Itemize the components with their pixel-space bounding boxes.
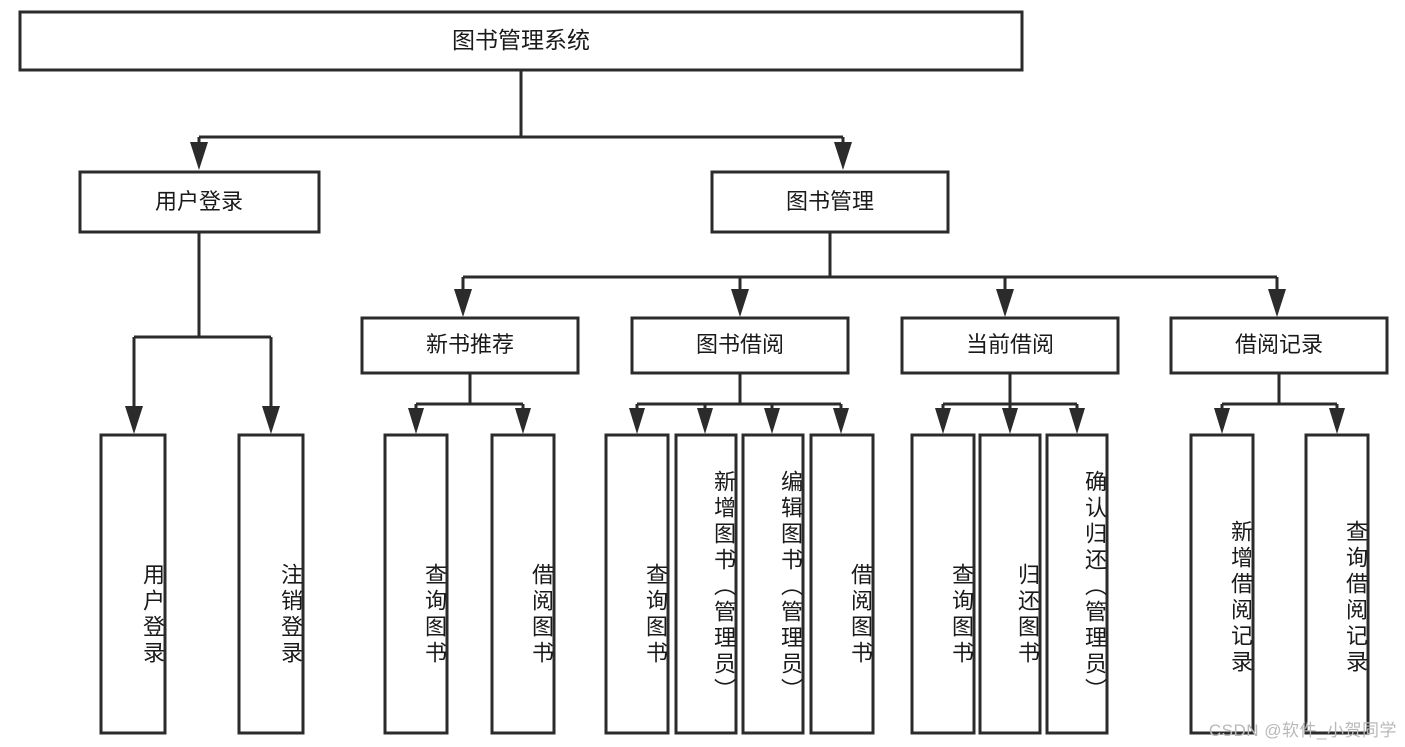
leaf-box-bb-add-book[interactable] bbox=[674, 433, 738, 735]
connector-bookborrow-to-leaves bbox=[629, 373, 849, 434]
arrow-bb-query-book bbox=[629, 408, 645, 434]
node-new-book-recommend-label: 新书推荐 bbox=[426, 332, 514, 357]
arrow-br-add-record bbox=[1214, 408, 1230, 434]
leaf-box-br-add-record[interactable] bbox=[1189, 433, 1255, 735]
node-borrow-record[interactable]: 借阅记录 bbox=[1169, 316, 1389, 375]
leaf-box-br-query-record[interactable] bbox=[1304, 433, 1370, 735]
connector-bookmanage-to-level3 bbox=[454, 232, 1286, 317]
connector-root-to-level2 bbox=[190, 71, 852, 170]
node-current-borrow[interactable]: 当前借阅 bbox=[900, 316, 1120, 375]
arrow-bb-edit-book bbox=[764, 408, 780, 434]
arrow-to-current-borrow bbox=[996, 289, 1014, 317]
leaf-box-cb-confirm-return[interactable] bbox=[1045, 433, 1109, 735]
node-book-manage[interactable]: 图书管理 bbox=[710, 170, 950, 234]
node-book-borrow[interactable]: 图书借阅 bbox=[630, 316, 850, 375]
leaf-box-bb-edit-book[interactable] bbox=[741, 433, 805, 735]
leaf-box-cb-return-book[interactable] bbox=[978, 433, 1042, 735]
arrow-br-query-record bbox=[1329, 408, 1345, 434]
arrow-bb-borrow-book bbox=[833, 408, 849, 434]
arrow-to-new-book bbox=[454, 289, 472, 317]
arrow-cb-query-book bbox=[935, 408, 951, 434]
csdn-watermark: CSDN @软件_小贺同学 bbox=[1208, 721, 1397, 740]
node-new-book-recommend[interactable]: 新书推荐 bbox=[360, 316, 580, 375]
connector-userlogin-to-leaves bbox=[125, 232, 280, 434]
leaf-box-bb-borrow-book[interactable] bbox=[809, 433, 875, 735]
connector-newbook-to-leaves bbox=[408, 373, 531, 434]
connector-currentborrow-to-leaves bbox=[935, 373, 1085, 434]
arrow-nb-borrow-book bbox=[515, 408, 531, 434]
arrow-leaf-user-login bbox=[125, 406, 143, 434]
node-user-login[interactable]: 用户登录 bbox=[78, 170, 321, 234]
arrow-nb-query-book bbox=[408, 408, 424, 434]
leaf-box-cb-query-book[interactable] bbox=[910, 433, 976, 735]
leaf-box-logout[interactable] bbox=[237, 433, 305, 735]
arrow-to-borrow-record bbox=[1268, 289, 1286, 317]
arrow-to-user-login bbox=[190, 142, 208, 170]
arrow-to-book-manage bbox=[834, 142, 852, 170]
arrow-cb-return-book bbox=[1002, 408, 1018, 434]
node-root-system[interactable]: 图书管理系统 bbox=[18, 10, 1024, 72]
leaf-box-nb-query-book[interactable] bbox=[383, 433, 449, 735]
leaf-box-user-login[interactable] bbox=[99, 433, 167, 735]
arrow-to-book-borrow bbox=[731, 289, 749, 317]
node-book-manage-label: 图书管理 bbox=[786, 189, 874, 214]
arrow-leaf-logout bbox=[262, 406, 280, 434]
node-book-borrow-label: 图书借阅 bbox=[696, 332, 784, 357]
arrow-bb-add-book bbox=[697, 408, 713, 434]
node-root-label: 图书管理系统 bbox=[452, 27, 590, 53]
leaf-box-bb-query-book[interactable] bbox=[604, 433, 670, 735]
connector-borrowrecord-to-leaves bbox=[1214, 373, 1345, 434]
node-current-borrow-label: 当前借阅 bbox=[966, 332, 1054, 357]
node-borrow-record-label: 借阅记录 bbox=[1235, 332, 1323, 357]
leaf-box-nb-borrow-book[interactable] bbox=[490, 433, 556, 735]
arrow-cb-confirm-return bbox=[1069, 408, 1085, 434]
node-user-login-label: 用户登录 bbox=[155, 189, 243, 214]
